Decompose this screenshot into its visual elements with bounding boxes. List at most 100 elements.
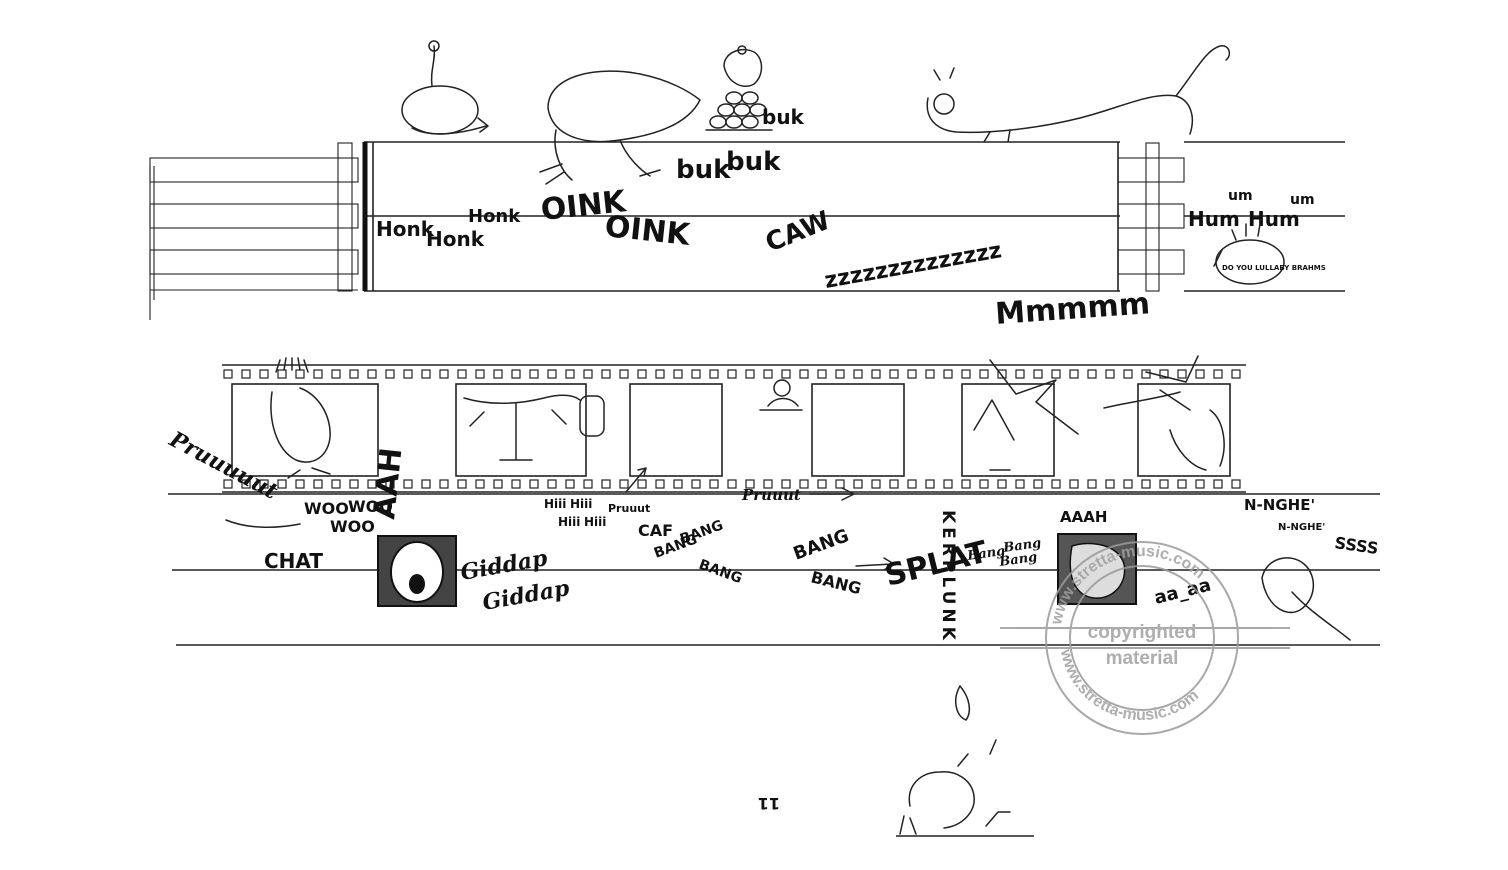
sound-giddap-2: Giddap: [481, 575, 572, 616]
horse-fall-drawing: [973, 359, 1079, 471]
sound-woo-2: WOO: [348, 497, 393, 516]
sprocket-hole: [1051, 369, 1061, 379]
sprocket-hole: [583, 479, 593, 489]
sprocket-hole: [781, 479, 791, 489]
sprocket-hole: [1015, 369, 1025, 379]
sound-buk-3: buk: [762, 105, 805, 129]
sound-chat: CHAT: [264, 549, 323, 573]
sprocket-hole: [223, 369, 233, 379]
bang-arrow: [855, 557, 895, 571]
sound-caf: CAF: [638, 521, 673, 540]
sprocket-hole: [1195, 479, 1205, 489]
sprocket-hole: [349, 369, 359, 379]
sprocket-hole: [601, 369, 611, 379]
pruuut-mid-arrow: [809, 487, 855, 501]
sprocket-hole: [655, 479, 665, 489]
sound-zzz: zzzzzzzzzzzzzz: [823, 238, 1004, 294]
sprocket-hole: [565, 479, 575, 489]
sprocket-hole: [583, 369, 593, 379]
sprocket-hole: [1069, 479, 1079, 489]
sprocket-hole: [781, 369, 791, 379]
sprocket-hole: [799, 369, 809, 379]
sprocket-hole: [673, 479, 683, 489]
sound-hiii-1: Hiii: [544, 497, 566, 511]
sprocket-hole: [1213, 479, 1223, 489]
sprocket-hole: [511, 369, 521, 379]
sprocket-hole: [1123, 369, 1133, 379]
sprocket-hole: [1213, 369, 1223, 379]
top-staff: [149, 141, 1345, 320]
sound-hiii-3: Hiii: [558, 515, 580, 529]
sound-moo: Mmmmm: [994, 286, 1151, 332]
hen-eggs-drawing: [705, 45, 773, 131]
sprocket-hole: [385, 369, 395, 379]
sprocket-hole: [763, 479, 773, 489]
sprocket-hole: [1015, 479, 1025, 489]
sprocket-hole: [745, 369, 755, 379]
sprocket-hole: [1069, 369, 1079, 379]
sprocket-hole: [871, 479, 881, 489]
sprocket-hole: [313, 479, 323, 489]
sprocket-hole: [1123, 479, 1133, 489]
sprocket-hole: [979, 479, 989, 489]
sprocket-hole: [1105, 479, 1115, 489]
sound-caw: CAW: [761, 206, 834, 259]
sound-sss: SSSS: [1333, 533, 1379, 558]
sprocket-hole: [1141, 479, 1151, 489]
film-sprockets-bottom: [223, 479, 1241, 489]
sprocket-hole: [547, 479, 557, 489]
sprocket-hole: [1033, 369, 1043, 379]
sprocket-hole: [997, 369, 1007, 379]
sprocket-hole: [1231, 479, 1241, 489]
sprocket-hole: [241, 369, 251, 379]
sprocket-hole: [709, 369, 719, 379]
sprocket-hole: [475, 479, 485, 489]
sprocket-hole: [871, 369, 881, 379]
sound-splat: SPLAT: [881, 534, 991, 593]
sprocket-hole: [277, 479, 287, 489]
sprocket-hole: [1231, 369, 1241, 379]
sprocket-hole: [619, 369, 629, 379]
sound-honk-3: Honk: [468, 206, 521, 227]
sprocket-hole: [835, 479, 845, 489]
sprocket-hole: [331, 369, 341, 379]
chief-drawing: [270, 357, 331, 479]
sprocket-hole: [439, 479, 449, 489]
sprocket-hole: [223, 479, 233, 489]
sprocket-hole: [421, 479, 431, 489]
pig-drawing: [539, 70, 701, 185]
hum-caption: DO YOU LULLABY BRAHMS: [1222, 264, 1326, 272]
sprocket-hole: [691, 369, 701, 379]
sprocket-hole: [493, 369, 503, 379]
sound-pruuut-mid: Pruuut: [741, 486, 801, 504]
sprocket-hole: [259, 369, 269, 379]
sound-bang-bang-2: Bang: [1001, 536, 1042, 556]
film-frame-4: [811, 383, 905, 477]
sound-bang-3: BANG: [697, 557, 744, 587]
sound-woo-1: WOO: [304, 499, 349, 518]
sprocket-hole: [925, 369, 935, 379]
sprocket-hole: [1195, 369, 1205, 379]
sound-bang-2: BANG: [678, 517, 725, 547]
stamp-line-2: material: [1106, 648, 1179, 669]
sprocket-hole: [259, 479, 269, 489]
sound-honk-1: Honk: [376, 217, 435, 241]
sprocket-hole: [889, 369, 899, 379]
sprocket-hole: [889, 479, 899, 489]
sound-kerplunk: KERPLUNK: [938, 510, 958, 644]
sprocket-hole: [1159, 479, 1169, 489]
stamp-line-1: copyrighted: [1088, 622, 1197, 643]
sound-aaah: AAAH: [1060, 508, 1107, 526]
hum-singer-drawing: [1213, 223, 1285, 285]
sound-nnghe-1: N-NGHE': [1244, 496, 1315, 514]
sprocket-hole: [349, 479, 359, 489]
sprocket-hole: [997, 479, 1007, 489]
sound-hum-1: Hum: [1188, 207, 1240, 231]
sprocket-hole: [277, 369, 287, 379]
sprocket-hole: [493, 479, 503, 489]
horse-kick-drawing: [1103, 355, 1225, 471]
sprocket-hole: [709, 479, 719, 489]
sound-pruuut-small: Pruuut: [608, 502, 650, 515]
sprocket-hole: [1087, 479, 1097, 489]
